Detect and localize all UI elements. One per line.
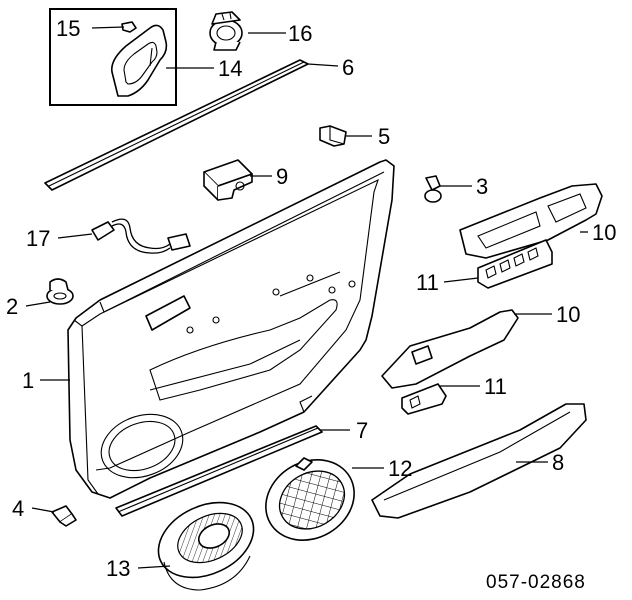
callout-11-upper: 11	[416, 270, 439, 295]
callout-labels: 15 16 14 6 5 9 3 17 10 11 2 10 1 11 7 12…	[6, 16, 616, 581]
callout-13: 13	[106, 556, 130, 581]
part-1-door-trim-panel	[67, 159, 395, 499]
callout-3: 3	[476, 174, 488, 199]
callout-10-upper: 10	[592, 220, 616, 245]
callout-2: 2	[6, 294, 18, 319]
part-7-molding-strip	[115, 425, 323, 517]
inset-box	[49, 8, 177, 106]
callout-7: 7	[356, 418, 368, 443]
part-10-switch-bezel-upper	[459, 183, 603, 259]
part-3-push-clip	[424, 175, 442, 203]
leader-lines	[25, 26, 588, 569]
part-11-window-switch-single	[401, 383, 447, 415]
part-8-armrest-pad	[371, 403, 587, 519]
part-2-grommet	[46, 278, 74, 305]
callout-11-lower: 11	[484, 374, 507, 399]
part-12-speaker-grille	[265, 457, 355, 541]
callout-1: 1	[22, 368, 34, 393]
part-11-window-switch-master	[477, 239, 553, 289]
part-16-lock-actuator	[209, 11, 243, 51]
reference-code: 057-02868	[486, 572, 586, 593]
part-15-clip	[121, 21, 137, 33]
callout-16: 16	[288, 21, 312, 46]
callout-12: 12	[388, 456, 412, 481]
part-9-bracket	[203, 159, 253, 201]
part-5-clip	[319, 125, 347, 147]
part-14-inner-handle-bezel	[110, 24, 168, 97]
callout-8: 8	[552, 450, 564, 475]
callout-15: 15	[56, 16, 80, 41]
callout-5: 5	[378, 124, 390, 149]
callout-4: 4	[12, 496, 24, 521]
callout-6: 6	[342, 55, 354, 80]
callout-17: 17	[26, 226, 50, 251]
part-4-clip	[51, 505, 77, 527]
callout-10-lower: 10	[556, 302, 580, 327]
callout-9: 9	[276, 164, 288, 189]
callout-14: 14	[218, 56, 242, 81]
part-10-switch-bezel-lower	[381, 309, 519, 389]
part-13-speaker	[157, 501, 255, 591]
part-17-wiring-harness	[91, 218, 191, 254]
